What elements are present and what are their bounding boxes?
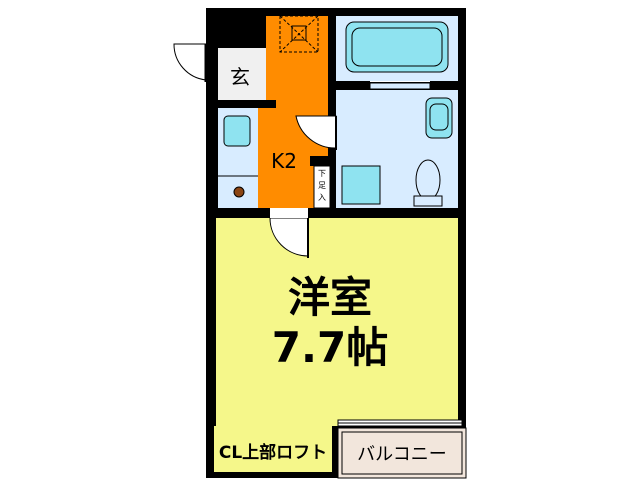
kitchen-label: K2 [271, 149, 297, 173]
balcony-label: バルコニー [357, 444, 447, 465]
drain-icon [233, 186, 245, 198]
closet-label: CL上部ロフト [219, 442, 327, 463]
entrance-label: 玄 [230, 65, 250, 89]
entrance-door-swing [173, 43, 207, 81]
stove-icon [279, 15, 319, 53]
main-room-size: 7.7帖 [272, 323, 388, 372]
sink-icon [425, 97, 453, 139]
entrance-floor [218, 48, 266, 100]
shoebox-label-3: 入 [318, 193, 326, 202]
bathtub-icon [345, 21, 449, 73]
toilet-icon [415, 159, 441, 201]
shower-pan-icon [341, 165, 381, 205]
shoebox-label-1: 下 [318, 169, 326, 178]
washroom-door-swing [295, 115, 337, 149]
shoebox-label-2: 足 [318, 181, 326, 190]
washer-icon [223, 115, 251, 147]
main-room-name: 洋室 [288, 273, 372, 322]
closet-floor [214, 426, 332, 472]
main-room-floor [216, 218, 458, 426]
